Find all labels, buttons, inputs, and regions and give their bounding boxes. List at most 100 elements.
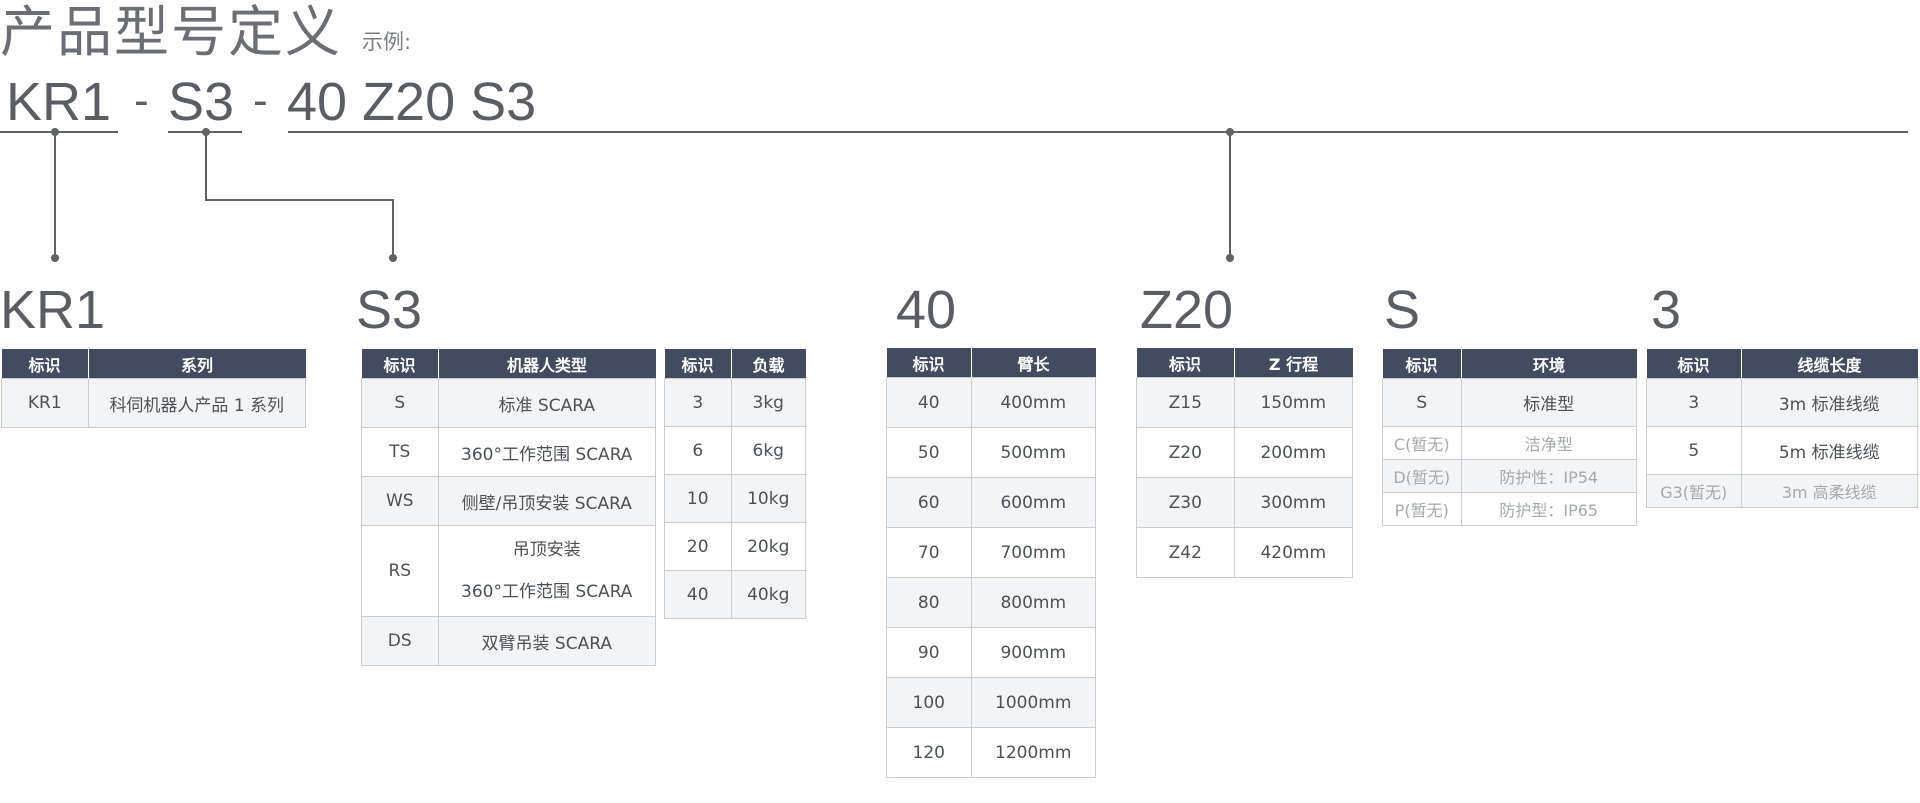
column-header: 机器人类型 xyxy=(438,349,656,379)
table-cell: 20kg xyxy=(730,522,806,571)
table-cell: 双臂吊装 SCARA xyxy=(437,616,656,666)
table-cell: 5m 标准线缆 xyxy=(1740,426,1918,475)
model-code-type-load: S3 xyxy=(168,72,235,132)
column-header: 标识 xyxy=(1136,348,1235,378)
table-header-row: 标识 环境 xyxy=(1382,349,1637,379)
table-cell: 防护性：IP54 xyxy=(1460,459,1637,493)
table-cell: 1200mm xyxy=(970,727,1096,778)
table-row: KR1 科伺机器人产品 1 系列 xyxy=(1,378,306,428)
table-cell: RS xyxy=(361,525,439,617)
table-cell: 300mm xyxy=(1233,477,1353,528)
table-cell: 20 xyxy=(664,522,732,571)
table-cell: 10 xyxy=(664,474,732,523)
junction-dot xyxy=(202,128,210,136)
page-title: 产品型号定义 xyxy=(0,0,343,64)
table-cell: 10kg xyxy=(730,474,806,523)
table-cell: 500mm xyxy=(970,427,1096,478)
table-cell: 90 xyxy=(886,627,972,678)
table-cell: 360°工作范围 SCARA xyxy=(437,427,656,477)
column-header: 标识 xyxy=(886,348,972,378)
column-header: Z 行程 xyxy=(1234,348,1353,378)
table-cell: WS xyxy=(361,476,439,526)
table-cell: 3kg xyxy=(730,378,806,427)
table-row: S 标准 SCARA xyxy=(361,378,656,428)
table-cell: C(暂无) xyxy=(1382,426,1462,460)
table-cell: S xyxy=(1382,378,1462,427)
column-header: 环境 xyxy=(1461,349,1637,379)
robot-type-table: 标识 机器人类型 S 标准 SCARA TS 360°工作范围 SCARA WS… xyxy=(361,349,656,666)
table-cell: 60 xyxy=(886,477,972,528)
table-cell: 5 xyxy=(1646,426,1742,475)
column-header: 系列 xyxy=(88,349,306,379)
table-cell: 6 xyxy=(664,426,732,475)
table-cell: 防护型：IP65 xyxy=(1460,492,1637,526)
section-heading-environment: S xyxy=(1384,280,1421,340)
table-row: TS 360°工作范围 SCARA xyxy=(361,427,656,477)
table-cell: 900mm xyxy=(970,627,1096,678)
table-cell: 120 xyxy=(886,727,972,778)
table-cell: KR1 xyxy=(1,378,89,428)
connector-type-load xyxy=(205,132,394,258)
table-cell: 侧壁/吊顶安装 SCARA xyxy=(437,476,656,526)
column-header: 标识 xyxy=(361,349,439,379)
table-row: DS 双臂吊装 SCARA xyxy=(361,616,656,666)
cell-line: 360°工作范围 SCARA xyxy=(461,582,633,602)
model-code-series: KR1 xyxy=(6,72,112,132)
table-cell: D(暂无) xyxy=(1382,459,1462,493)
table-cell: 40 xyxy=(886,377,972,428)
table-cell: TS xyxy=(361,427,439,477)
table-cell: 1000mm xyxy=(970,677,1096,728)
table-cell: 800mm xyxy=(970,577,1096,628)
table-cell: 200mm xyxy=(1233,427,1353,478)
table-cell: 3m 标准线缆 xyxy=(1740,378,1918,427)
column-header: 臂长 xyxy=(971,348,1096,378)
table-cell-multiline: 吊顶安装 360°工作范围 SCARA xyxy=(437,525,656,617)
table-header-row: 标识 机器人类型 xyxy=(361,349,656,379)
table-row: RS 吊顶安装 360°工作范围 SCARA xyxy=(361,525,656,617)
table-cell: 400mm xyxy=(970,377,1096,428)
table-cell: G3(暂无) xyxy=(1646,474,1742,508)
model-code-separator: - xyxy=(134,76,149,125)
table-cell: 80 xyxy=(886,577,972,628)
junction-dot xyxy=(51,128,59,136)
table-cell: 科伺机器人产品 1 系列 xyxy=(87,378,306,428)
table-header-row: 标识 负载 xyxy=(664,349,806,379)
section-heading-robot-type: S3 xyxy=(356,280,423,340)
table-cell: 标准型 xyxy=(1460,378,1637,427)
endpoint-dot xyxy=(389,254,397,262)
model-code-rest: 40 Z20 S3 xyxy=(287,72,537,132)
table-cell: 3 xyxy=(664,378,732,427)
table-cell: 50 xyxy=(886,427,972,478)
endpoint-dot xyxy=(51,254,59,262)
column-header: 标识 xyxy=(664,349,732,379)
table-cell: 标准 SCARA xyxy=(437,378,656,428)
table-cell: 3m 高柔线缆 xyxy=(1740,474,1918,508)
table-cell: 100 xyxy=(886,677,972,728)
column-header: 标识 xyxy=(1646,349,1742,379)
table-cell: 700mm xyxy=(970,527,1096,578)
section-heading-cable: 3 xyxy=(1651,280,1682,340)
table-cell: 40 xyxy=(664,570,732,619)
cell-line: 吊顶安装 xyxy=(512,540,581,560)
table-row: G3(暂无)3m 高柔线缆 xyxy=(1646,474,1918,508)
series-table: 标识 系列 KR1 科伺机器人产品 1 系列 xyxy=(1,349,306,428)
section-heading-z-stroke: Z20 xyxy=(1140,280,1234,340)
section-heading-series: KR1 xyxy=(0,280,106,340)
